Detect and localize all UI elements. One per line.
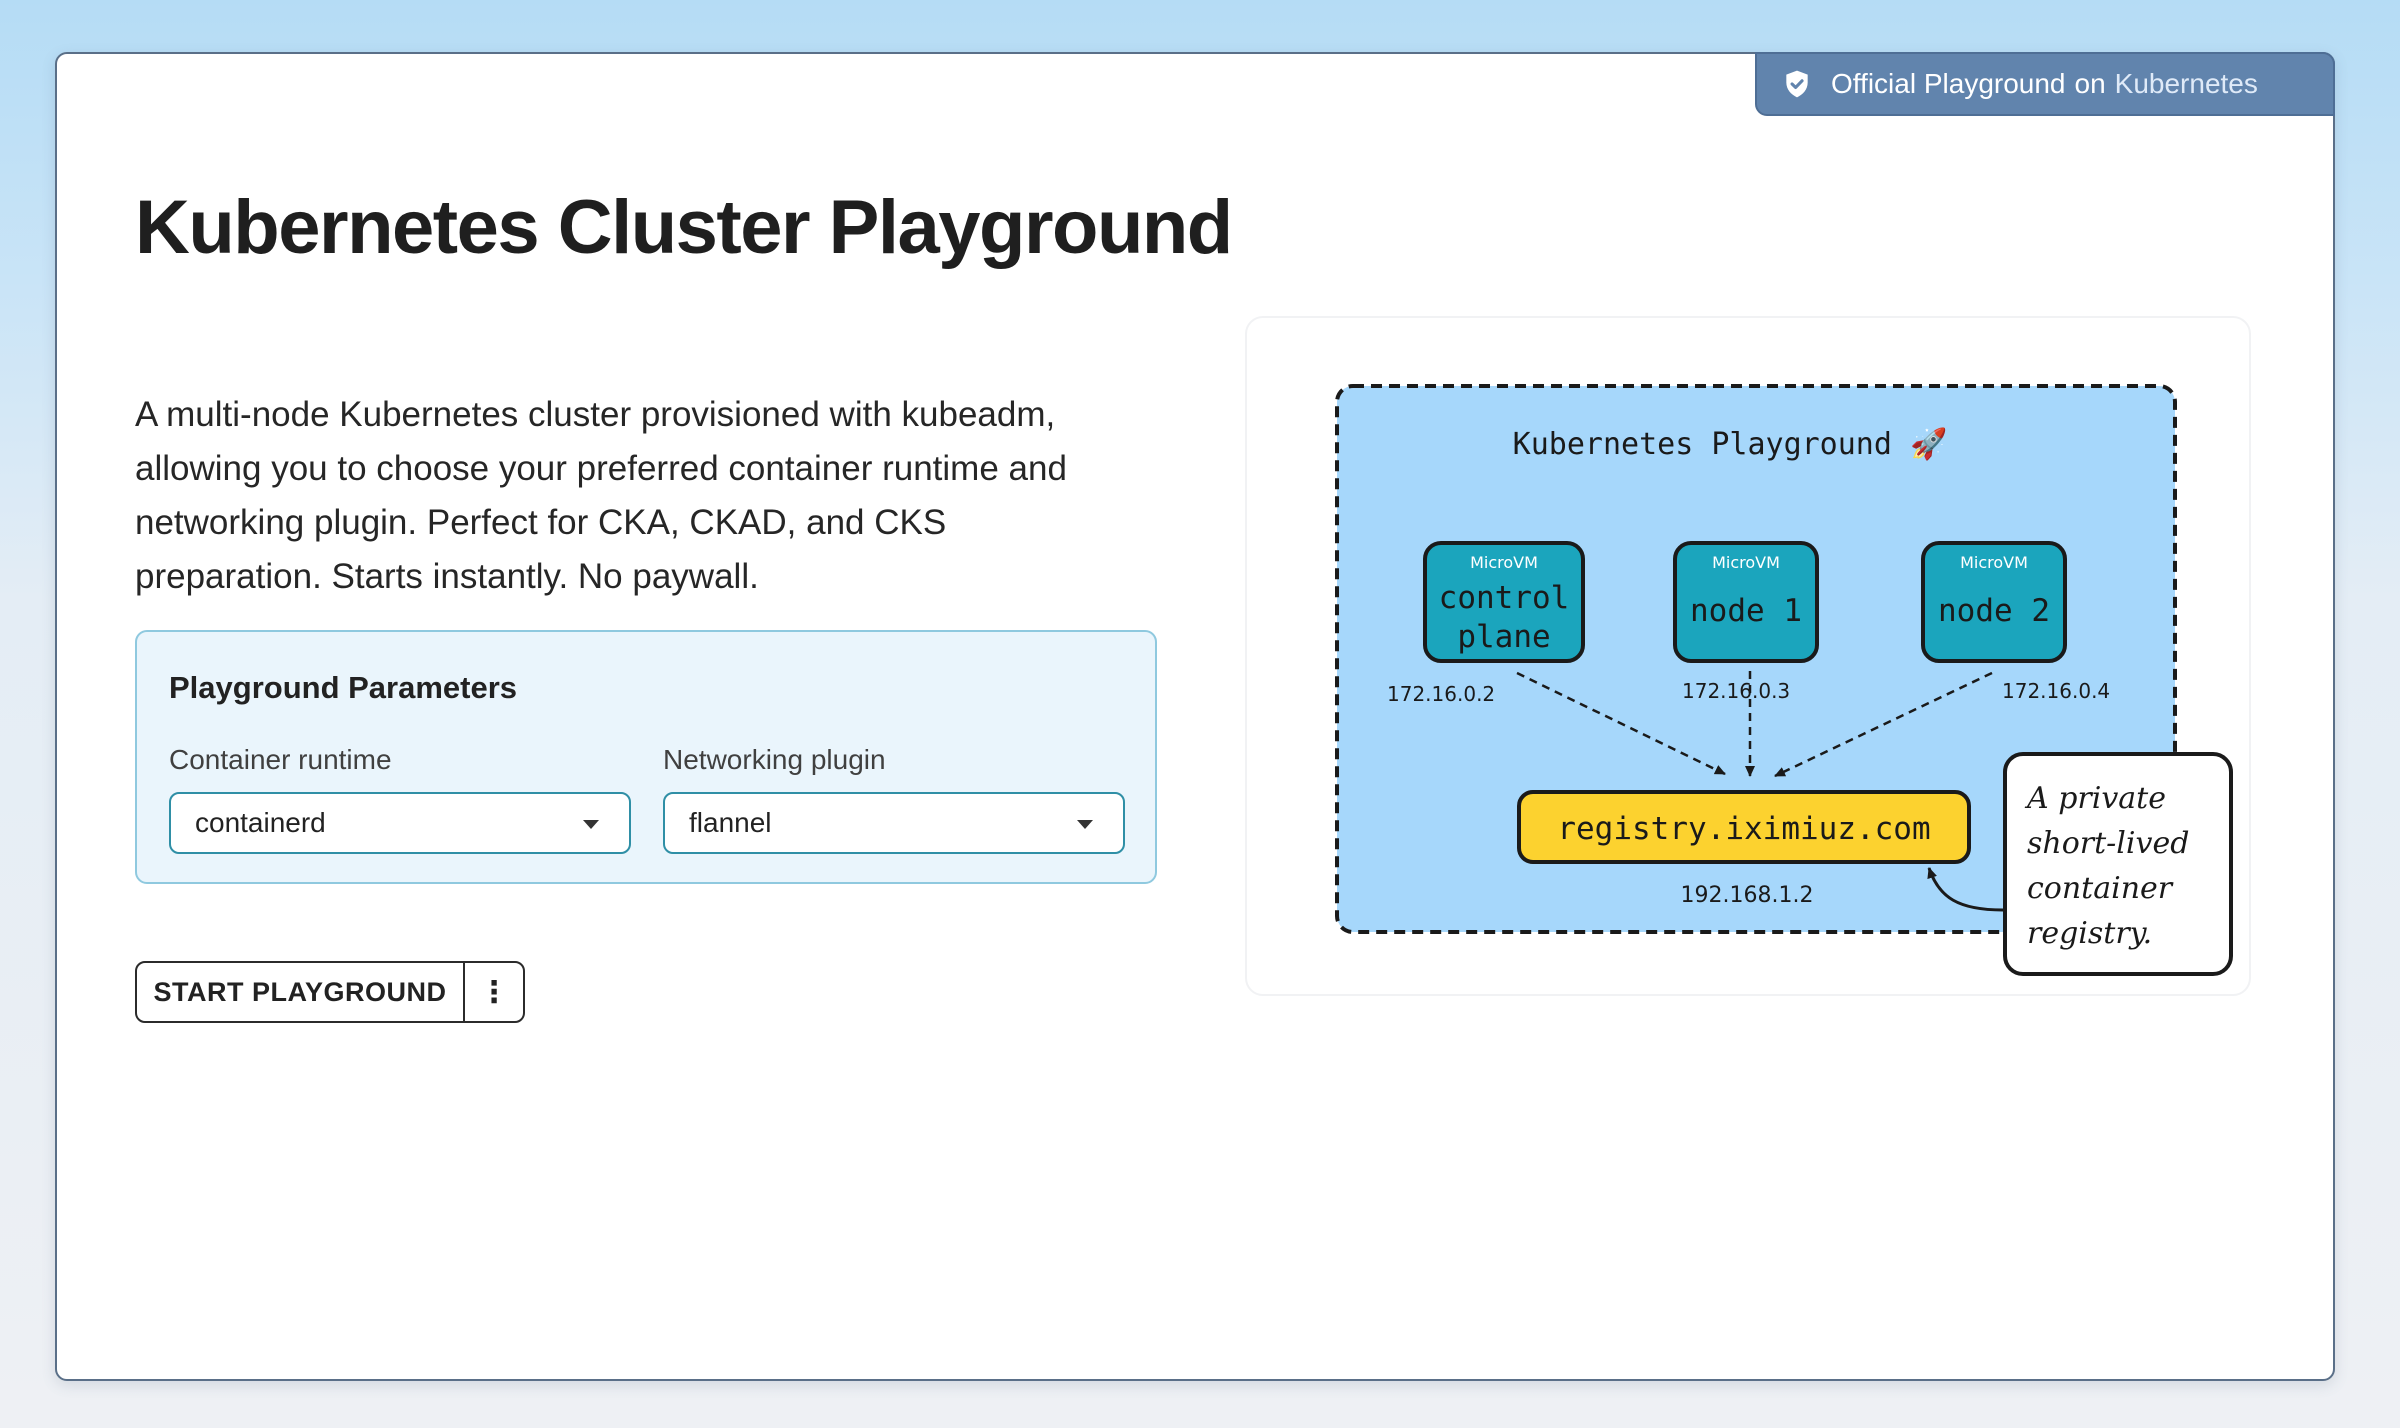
playground-card: Official Playground on Kubernetes Kubern… — [55, 52, 2335, 1381]
node-name: node 1 — [1690, 593, 1802, 629]
parameters-title: Playground Parameters — [169, 670, 518, 705]
microvm-tag: MicroVM — [1960, 553, 2028, 572]
registry-name: registry.iximiuz.com — [1557, 811, 1930, 847]
note-line-3: container — [2027, 871, 2174, 906]
node-name: node 2 — [1938, 593, 2050, 629]
badge-on: on — [2074, 68, 2106, 99]
node-2: MicroVM node 2 — [1921, 541, 2067, 663]
container-runtime-select[interactable]: containerd — [169, 792, 631, 854]
note-arrow — [1927, 867, 2004, 912]
vertical-dots-icon[interactable]: ⋮ — [479, 975, 509, 1009]
networking-plugin-value: flannel — [689, 807, 772, 838]
control-plane-ip: 172.16.0.2 — [1387, 682, 1495, 706]
registry-note: A private short-lived container registry… — [2003, 752, 2233, 976]
node-name-line1: control — [1439, 580, 1570, 616]
note-line-1: A private — [2024, 781, 2166, 816]
node-1-ip: 172.16.0.3 — [1682, 679, 1790, 703]
node-1: MicroVM node 1 — [1673, 541, 1819, 663]
badge-platform: Kubernetes — [2114, 68, 2258, 99]
note-line-2: short-lived — [2027, 826, 2189, 861]
registry-ip: 192.168.1.2 — [1681, 883, 1814, 908]
note-line-4: registry. — [2027, 916, 2152, 951]
node-2-ip: 172.16.0.4 — [2002, 679, 2110, 703]
badge-prefix: Official Playground — [1831, 68, 2066, 99]
networking-plugin-label: Networking plugin — [663, 744, 886, 775]
start-playground-button-group: START PLAYGROUND ⋮ — [135, 961, 525, 1023]
playground-description: A multi-node Kubernetes cluster provisio… — [135, 395, 1067, 596]
diagram-title: Kubernetes Playground 🚀 — [1513, 426, 1948, 462]
caret-down-icon — [1077, 820, 1093, 829]
node-name-line2: plane — [1457, 619, 1550, 655]
registry-box: registry.iximiuz.com — [1517, 790, 1971, 864]
playground-parameters-panel: Playground Parameters Container runtime … — [135, 630, 1157, 884]
official-playground-badge[interactable]: Official Playground on Kubernetes — [1755, 52, 2335, 116]
networking-plugin-select[interactable]: flannel — [663, 792, 1125, 854]
microvm-tag: MicroVM — [1712, 553, 1780, 572]
arrow-node2-to-registry — [1774, 671, 1993, 778]
start-playground-button[interactable]: START PLAYGROUND — [137, 963, 465, 1021]
cluster-diagram: Kubernetes Playground 🚀 MicroVM control … — [1245, 316, 2251, 996]
page-title: Kubernetes Cluster Playground — [135, 185, 1233, 270]
container-runtime-label: Container runtime — [169, 744, 392, 775]
control-plane-node: MicroVM control plane — [1423, 541, 1585, 663]
container-runtime-value: containerd — [195, 807, 326, 838]
caret-down-icon — [583, 820, 599, 829]
arrow-control-to-registry — [1516, 671, 1726, 776]
shield-check-icon — [1781, 68, 1813, 100]
microvm-tag: MicroVM — [1470, 553, 1538, 572]
